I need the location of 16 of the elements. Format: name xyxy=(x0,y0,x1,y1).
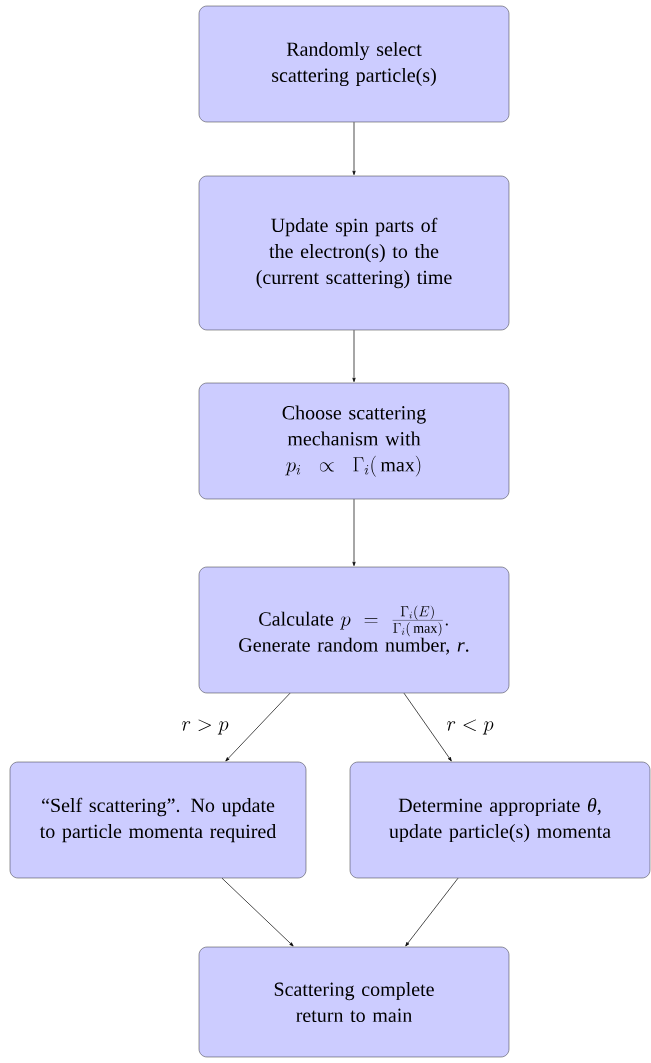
process-box: Scattering complete return to main xyxy=(198,946,510,1058)
arrow xyxy=(225,692,291,762)
edge-label: $r > p$ xyxy=(180,718,230,736)
process-box: Update spin parts of the electron(s) to the (current scattering) time xyxy=(198,175,510,331)
edge-label: $r < p$ xyxy=(445,718,495,736)
process-box: Choose scattering mechanism with $p_i \,\propto\, \Gamma_i(\,\max)$ xyxy=(198,382,510,500)
arrow xyxy=(403,692,452,762)
process-box: Randomly select scattering particle(s) xyxy=(198,5,510,123)
arrow xyxy=(221,877,294,947)
arrow xyxy=(352,329,356,383)
process-box: “Self scattering”. No update to particle momenta required xyxy=(9,761,307,879)
arrow xyxy=(352,498,356,567)
arrow xyxy=(352,121,356,176)
process-box: Determine appropriate θ, update particle(s) momenta xyxy=(349,761,651,879)
arrow xyxy=(405,877,459,947)
process-box: Calculate $p = \frac{\Gamma_i(E)}{\Gamma_i(\,\max)}.$ Generate random number, r. xyxy=(198,566,510,694)
